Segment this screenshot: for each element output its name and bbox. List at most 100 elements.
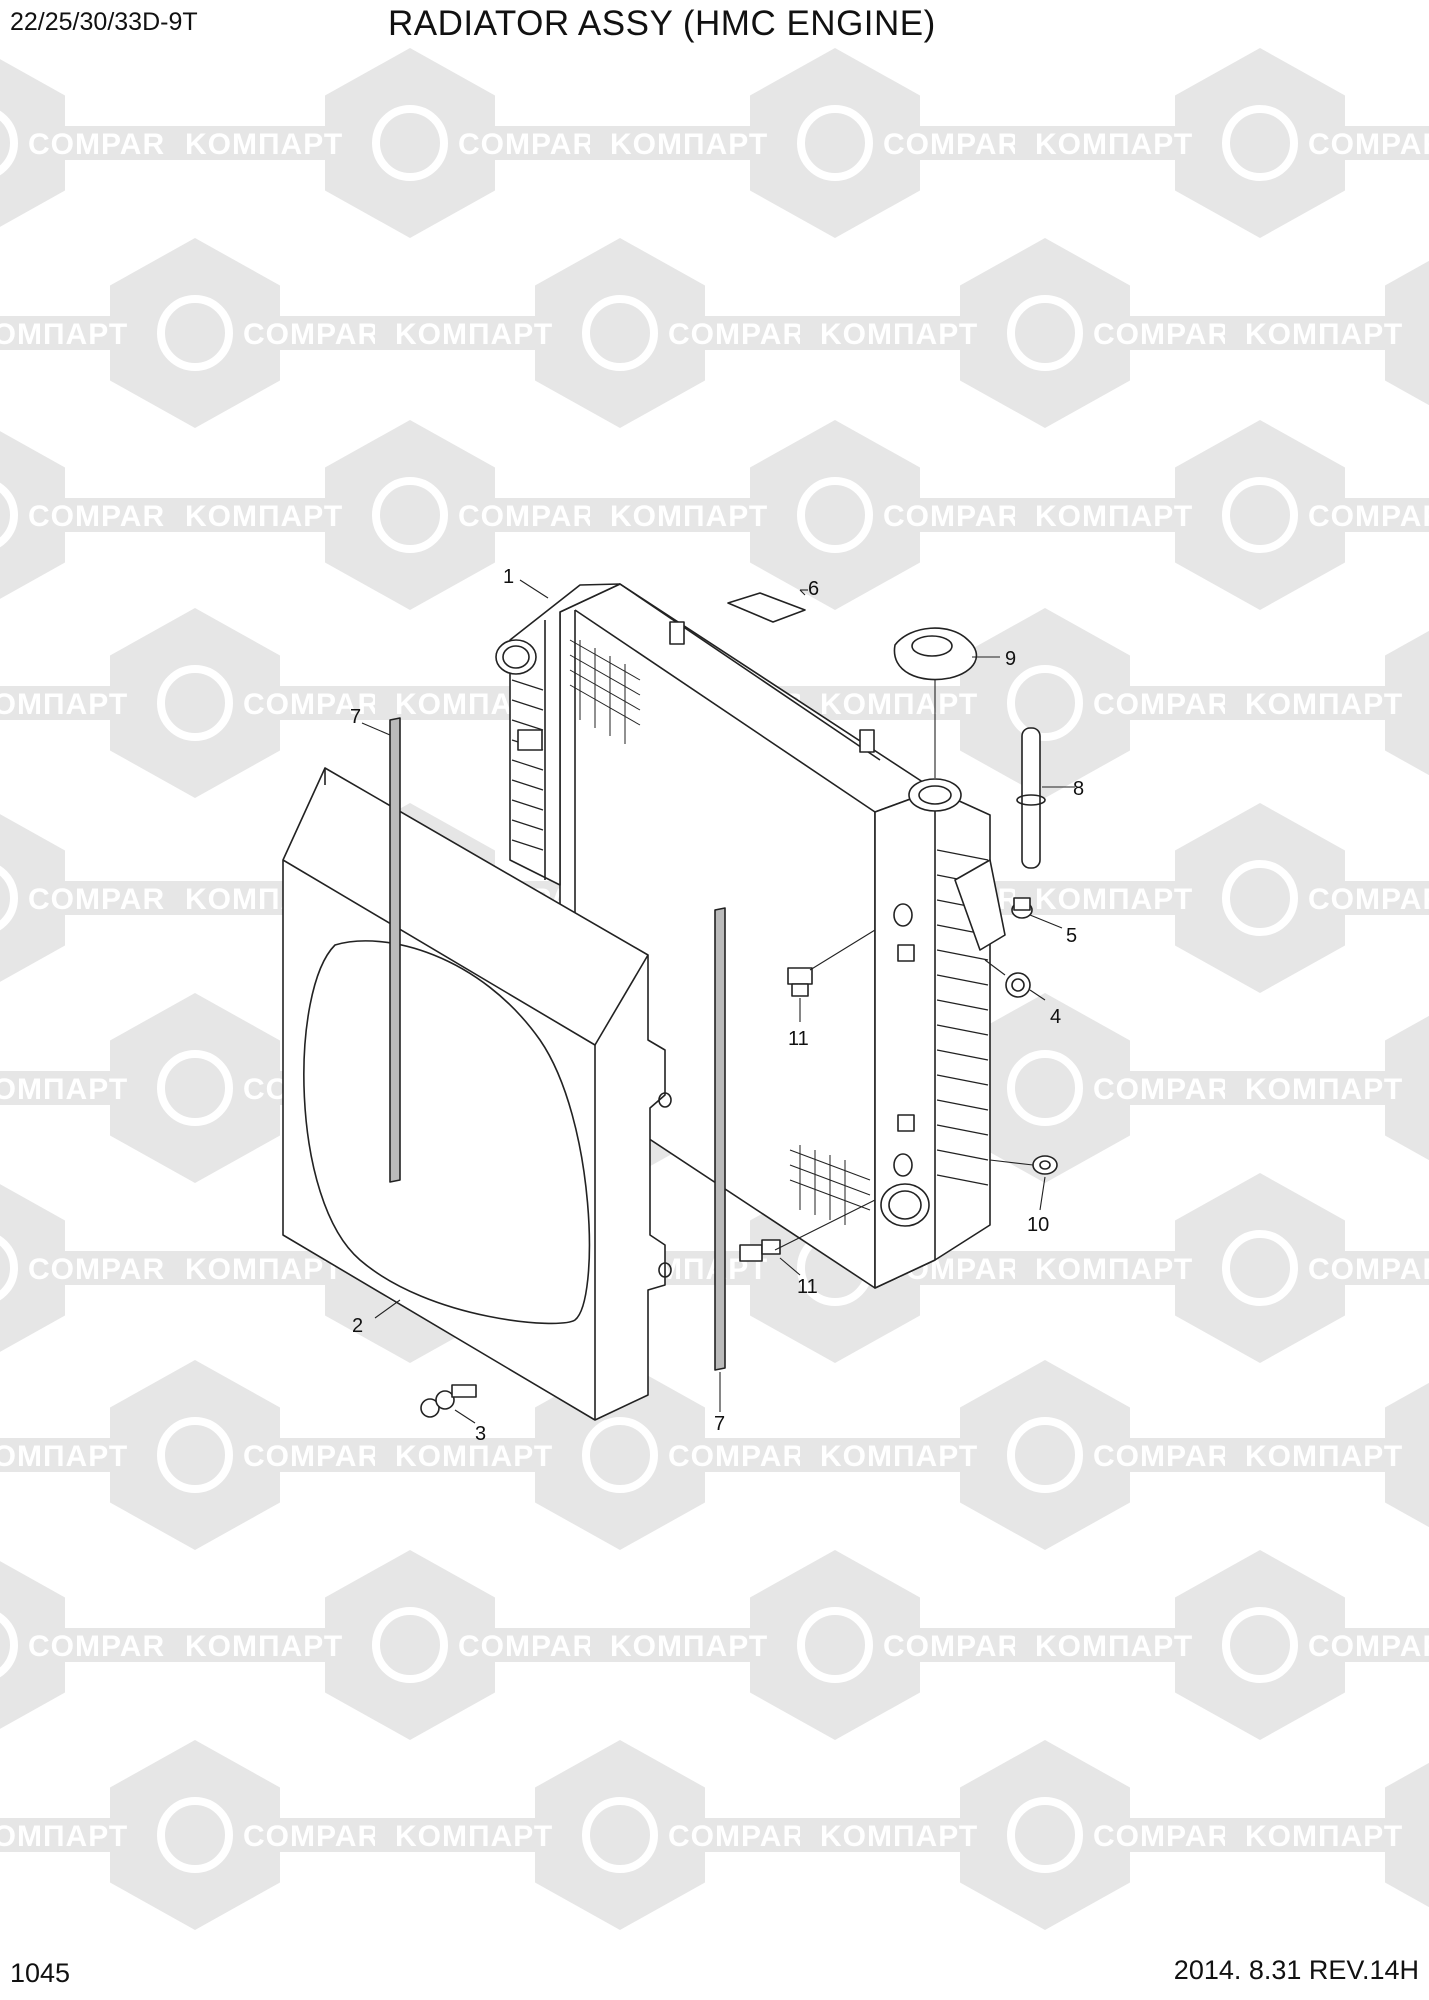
- watermark-text-right: COMPART: [1093, 1820, 1249, 1853]
- watermark-text-left: KOMПАРТ: [185, 1253, 343, 1286]
- callout-11b: 11: [797, 1276, 818, 1298]
- watermark-text-left: KOMПАРТ: [610, 1630, 768, 1663]
- watermark-ring: [1007, 1797, 1083, 1873]
- watermark-text-left: KOMПАРТ: [1035, 883, 1193, 916]
- watermark-text-left: KOMПАРТ: [0, 688, 128, 721]
- callout-7a: 7: [350, 706, 361, 728]
- watermark-band: [1225, 1071, 1429, 1105]
- watermark-text-left: KOMПАРТ: [185, 128, 343, 161]
- watermark-ring: [1222, 105, 1298, 181]
- seal-strip-right: [714, 907, 726, 1371]
- page-title: RADIATOR ASSY (HMC ENGINE): [388, 4, 936, 43]
- watermark-ring: [0, 1612, 18, 1678]
- watermark-text-right: COMPART: [1308, 500, 1429, 533]
- watermark-band: [375, 316, 865, 350]
- revision-date: 2014. 8.31 REV.14H: [1173, 1955, 1419, 1985]
- watermark-text-right: COMPART: [1308, 1630, 1429, 1663]
- drain-cock: [1032, 1155, 1058, 1175]
- watermark-band: [165, 126, 655, 160]
- watermark-band: [1225, 686, 1429, 720]
- watermark-ring: [1222, 1607, 1298, 1683]
- model-code: 22/25/30/33D-9T: [10, 8, 198, 36]
- watermark-text-right: COMPART: [1093, 318, 1249, 351]
- watermark-text-right: COMPART: [458, 500, 614, 533]
- watermark-text-right: COMPART: [668, 1440, 824, 1473]
- watermark-ring: [1007, 665, 1083, 741]
- watermark-tile: KOMПАРТ COMPART: [1015, 1550, 1429, 1740]
- watermark-text-right: COMPART: [1093, 1073, 1249, 1106]
- watermark-text-left: KOMПАРТ: [820, 318, 978, 351]
- watermark-text-right: COMPART: [668, 1820, 824, 1853]
- watermark-text-right: COMPART: [458, 1630, 614, 1663]
- fan-shroud: [282, 767, 672, 1421]
- watermark-text-left: KOMПАРТ: [395, 318, 553, 351]
- plug: [1011, 897, 1033, 919]
- watermark-text-right: COMPART: [1093, 1440, 1249, 1473]
- watermark-text-left: KOMПАРТ: [1245, 1440, 1403, 1473]
- watermark-ring: [157, 1797, 233, 1873]
- watermark-ring: [582, 1797, 658, 1873]
- watermark-band: [165, 498, 655, 532]
- watermark-ring: [1007, 1050, 1083, 1126]
- bolt: [420, 1384, 477, 1418]
- watermark-text-right: COMPART: [243, 688, 399, 721]
- watermark-text-left: KOMПАРТ: [820, 1820, 978, 1853]
- watermark-tile: KOMПАРТ COMPART: [375, 1740, 865, 1930]
- watermark-text-left: KOMПАРТ: [820, 688, 978, 721]
- watermark-ring: [1007, 1417, 1083, 1493]
- watermark-band: [0, 1818, 440, 1852]
- watermark-text-right: COMPART: [458, 128, 614, 161]
- overflow-hose: [1016, 727, 1046, 869]
- callout-7b: 7: [714, 1413, 725, 1435]
- watermark-text-left: KOMПАРТ: [820, 1440, 978, 1473]
- watermark-ring: [1007, 295, 1083, 371]
- leader-lines: [361, 579, 1075, 1424]
- watermark-ring: [582, 1417, 658, 1493]
- watermark-text-left: KOMПАРТ: [395, 1820, 553, 1853]
- watermark-ring: [0, 1235, 18, 1301]
- watermark-text-left: KOMПАРТ: [0, 318, 128, 351]
- watermark-text-left: KOMПАРТ: [1245, 688, 1403, 721]
- watermark-text-right: COMPART: [28, 128, 184, 161]
- watermark-text-left: KOMПАРТ: [395, 1440, 553, 1473]
- watermark-text-left: KOMПАРТ: [1035, 1630, 1193, 1663]
- watermark-tile: KOMПАРТ COMPART: [800, 1360, 1290, 1550]
- watermark-text-right: COMPART: [1308, 1253, 1429, 1286]
- watermark-text-left: KOMПАРТ: [0, 1820, 128, 1853]
- watermark-band: [800, 686, 1290, 720]
- seal-strip-left: [389, 717, 401, 1183]
- right-fins: [936, 849, 989, 1186]
- watermark-ring: [0, 865, 18, 931]
- watermark-text-left: KOMПАРТ: [1035, 500, 1193, 533]
- callout-10: 10: [1027, 1214, 1049, 1236]
- watermark-band: [800, 1818, 1290, 1852]
- watermark-layer: KOMПАРТCOMPARTKOMПАРТCOMPARTKOMПАРТCOMPA…: [0, 48, 1429, 1930]
- watermark-text-right: COMPART: [28, 883, 184, 916]
- watermark-ring: [372, 477, 448, 553]
- callout-1: 1: [503, 566, 514, 588]
- watermark-ring: [157, 295, 233, 371]
- watermark-ring: [372, 1607, 448, 1683]
- callout-5: 5: [1066, 925, 1077, 947]
- watermark-band: [375, 1818, 865, 1852]
- callout-4: 4: [1050, 1006, 1061, 1028]
- watermark-ring: [0, 110, 18, 176]
- watermark-tile: KOMПАРТ COMPART: [0, 608, 440, 798]
- watermark-text-right: COMPART: [1308, 128, 1429, 161]
- watermark-band: [375, 1438, 865, 1472]
- watermark-band: [165, 1628, 655, 1662]
- watermark-text-left: KOMПАРТ: [1245, 1820, 1403, 1853]
- watermark-text-right: COMPART: [28, 1253, 184, 1286]
- watermark-text-left: KOMПАРТ: [1035, 128, 1193, 161]
